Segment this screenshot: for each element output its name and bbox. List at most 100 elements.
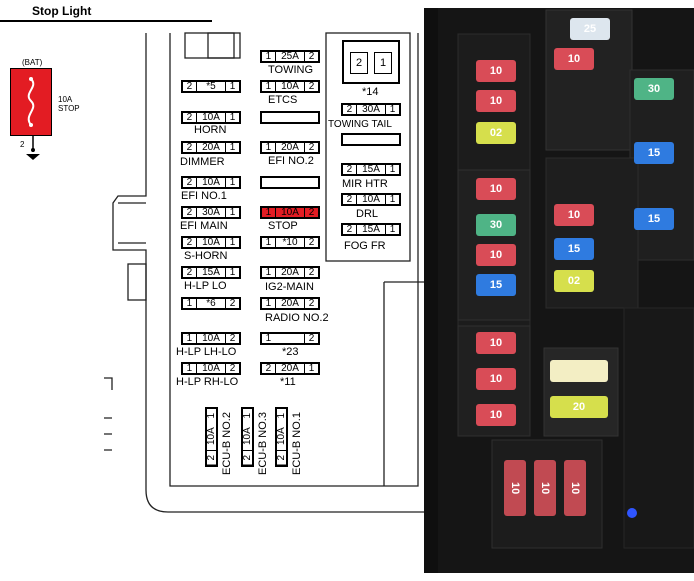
photo-fuse-rating: 02: [567, 275, 581, 287]
photo-fuse-rating: 20: [572, 401, 586, 413]
photo-fuse: 10: [476, 368, 516, 390]
fuse-pin-b: 2: [304, 333, 318, 344]
fuse-pin-a: 1: [265, 297, 272, 309]
fuse-pin-a: 2: [186, 206, 193, 218]
photo-fuse-rating: 15: [647, 213, 661, 225]
photo-fuse-rating: 10: [489, 409, 503, 421]
fuse-rating: *5: [195, 81, 225, 92]
fuse-label: H-LP LO: [184, 280, 227, 292]
photo-fuse: 10: [476, 178, 516, 200]
ground-pin-label: 2: [20, 140, 25, 149]
fuse-rating: 15A: [355, 164, 385, 175]
fuse-pin-a: 1: [242, 412, 253, 419]
fuse-pin-a: 1: [265, 236, 272, 248]
fuse-label: RADIO NO.2: [265, 312, 329, 324]
fuse-pin-a: 1: [265, 50, 272, 62]
fuse-label: FOG FR: [344, 240, 386, 252]
fuse-pin-b: 2: [304, 207, 318, 218]
photo-fuse-rating: 30: [647, 83, 661, 95]
fuse-rating: *10: [274, 237, 304, 248]
fuse-label: TOWING: [268, 64, 314, 76]
fuse-pin-b: 2: [304, 81, 318, 92]
photo-fuse: 10: [554, 204, 594, 226]
fuse-pin-b: 2: [276, 450, 287, 465]
relay-label: *14: [362, 86, 379, 98]
fuse-rating: 10A: [195, 237, 225, 248]
fuse-label: EFI NO.2: [268, 155, 314, 167]
fuse-pin-a: 1: [276, 412, 287, 419]
fuse-pin-b: 2: [225, 333, 239, 344]
page-title: Stop Light: [32, 4, 92, 18]
fuse-pin-a: 1: [265, 206, 272, 218]
fuse-rating: 10A: [195, 363, 225, 374]
photo-fuse: 15: [476, 274, 516, 296]
fuse-label: HORN: [194, 124, 227, 136]
fuse-label: EFI NO.1: [181, 190, 227, 202]
fuse-rating: 30A: [355, 104, 385, 115]
fuse-pin-b: 1: [385, 104, 399, 115]
photo-fuse: 10: [504, 460, 526, 516]
fuse-pin-b: 2: [304, 51, 318, 62]
photo-fuse-rating: 10: [489, 249, 503, 261]
fuse-pin-b: 1: [225, 267, 239, 278]
fuse-pin-b: 1: [225, 177, 239, 188]
fuse-label: *23: [282, 346, 299, 358]
fuse-pin-a: 2: [186, 236, 193, 248]
photo-fuse-rating: 10: [489, 95, 503, 107]
photo-fuse: 30: [476, 214, 516, 236]
photo-fuse-rating: 10: [569, 481, 581, 495]
photo-fuse-rating: 10: [489, 337, 503, 349]
fuse-pin-b: 2: [304, 267, 318, 278]
fuse-rating: 10A: [355, 194, 385, 205]
photo-fuse-rating: 10: [567, 53, 581, 65]
fuse-label: H-LP LH-LO: [176, 346, 237, 358]
photo-fuse: 10: [564, 460, 586, 516]
fuse-pin-b: 2: [225, 298, 239, 309]
photo-fuse: 25: [570, 18, 610, 40]
fuse-name-label: STOP: [58, 104, 80, 113]
fuse-label: DIMMER: [180, 156, 225, 168]
photo-fuse: [550, 360, 608, 382]
photo-fuse-rating: 15: [489, 279, 503, 291]
fuse-rating: 20A: [195, 142, 225, 153]
fuse-pin-b: 2: [304, 237, 318, 248]
photo-fuse: 02: [554, 270, 594, 292]
photo-fuse: 15: [554, 238, 594, 260]
fuse-pin-a: 2: [346, 193, 353, 205]
fuse-rating-label: 10A: [58, 95, 73, 104]
fuse-pin-b: 1: [225, 81, 239, 92]
relay-pin-b: 1: [374, 52, 392, 74]
fuse-label: IG2-MAIN: [265, 281, 314, 293]
fuse-pin-a: 2: [346, 223, 353, 235]
photo-fuse-rating: 30: [489, 219, 503, 231]
fuse-pin-a: 2: [346, 163, 353, 175]
photo-fuse-rating: 25: [583, 23, 597, 35]
fuse-rating: 10A: [242, 422, 253, 451]
fuse-rating: 20A: [274, 363, 304, 374]
empty-fuse-slot: [260, 176, 320, 189]
fuse-pin-a: 1: [265, 141, 272, 153]
fuse-pin-b: 2: [304, 298, 318, 309]
fuse-pin-a: 2: [346, 103, 353, 115]
photo-fuse: 30: [634, 78, 674, 100]
photo-fuse: 10: [476, 332, 516, 354]
fuse-label: MIR HTR: [342, 178, 388, 190]
photo-fuse: 10: [554, 48, 594, 70]
photo-fuse: 10: [534, 460, 556, 516]
photo-fuse: 10: [476, 404, 516, 426]
fuse-rating: 20A: [274, 267, 304, 278]
